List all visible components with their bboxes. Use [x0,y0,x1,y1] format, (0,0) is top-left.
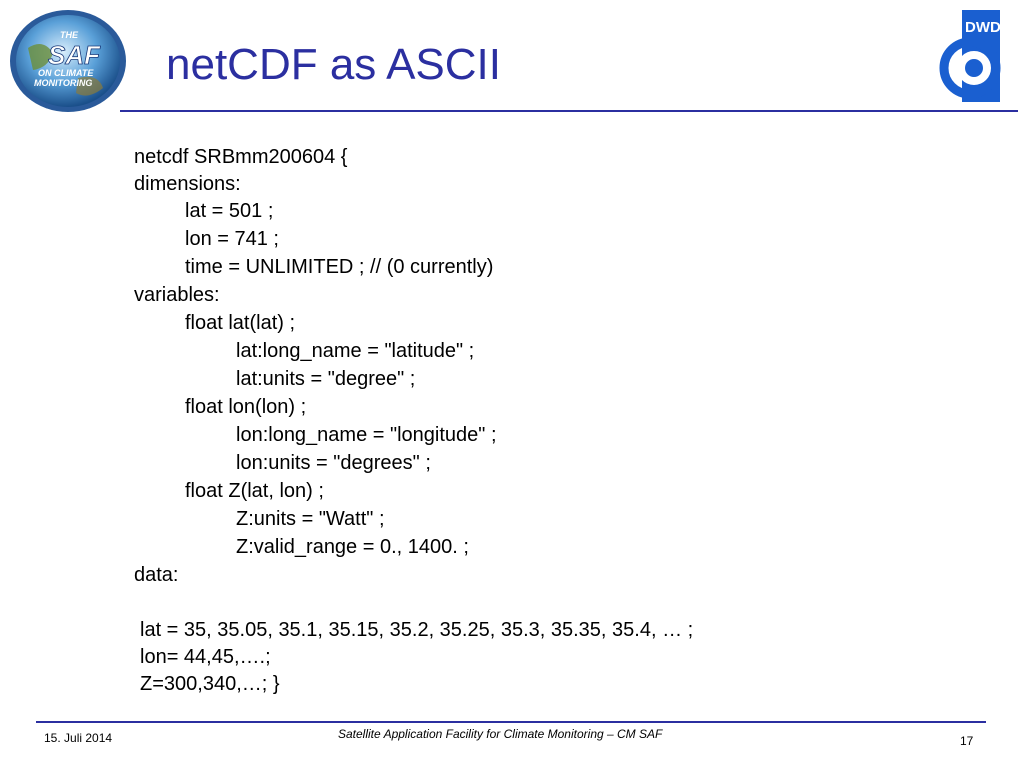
listing-line: lat:long_name = "latitude" ; [236,340,475,362]
listing-line: Z:units = "Watt" ; [236,508,385,530]
dwd-logo-text: DWD [965,19,1001,36]
listing-line: float lon(lon) ; [185,396,307,418]
listing-line: float Z(lat, lon) ; [185,480,324,502]
footer-organization: Satellite Application Facility for Clima… [338,727,663,741]
listing-line: float lat(lat) ; [185,312,296,334]
footer-divider [36,721,986,723]
listing-line: dimensions: [134,173,241,195]
listing-line: variables: [134,284,220,306]
saf-logo-sub2: MONITORING [34,78,92,88]
listing-line: lat = 501 ; [185,200,274,222]
saf-logo-sub1: ON CLIMATE [38,68,94,78]
saf-logo-main: SAF [48,40,101,70]
page-title: netCDF as ASCII [166,40,502,89]
saf-logo: THE SAF ON CLIMATE MONITORING [10,10,126,112]
page-number: 17 [960,734,974,748]
listing-line: lon:long_name = "longitude" ; [236,424,497,446]
listing-line: lat = 35, 35.05, 35.1, 35.15, 35.2, 35.2… [140,619,694,641]
listing-line: Z:valid_range = 0., 1400. ; [236,536,469,558]
listing-line: Z=300,340,…; } [140,673,280,695]
listing-line: data: [134,564,179,586]
listing-line: lat:units = "degree" ; [236,368,416,390]
dwd-logo: DWD [939,10,1001,102]
listing-line: lon = 741 ; [185,228,279,250]
footer-date: 15. Juli 2014 [44,731,113,745]
listing-line: netcdf SRBmm200604 { [134,146,348,168]
saf-logo-top: THE [60,30,79,40]
listing-line: time = UNLIMITED ; // (0 currently) [185,256,494,278]
listing-line: lon:units = "degrees" ; [236,452,431,474]
header-divider [120,110,1018,112]
listing-line: lon= 44,45,….; [140,646,271,668]
